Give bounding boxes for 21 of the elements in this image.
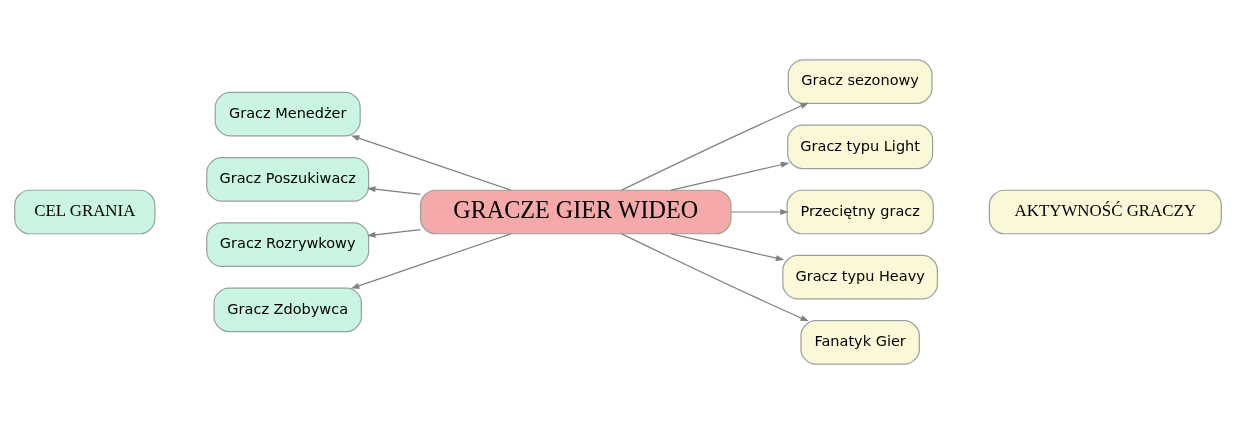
arrow [670,232,785,261]
node-box: Gracz typu Heavy [782,254,939,300]
node-box: Gracz Rozrywkowy [206,221,370,267]
node-box: AKTYWNOŚĆ GRACZY [988,189,1222,234]
arrow [367,228,421,238]
node-box: Gracz Poszukiwacz [206,156,370,202]
arrow [670,161,790,191]
node-box: Gracz Zdobywca [213,286,362,332]
node-box: Gracz sezonowy [787,58,933,104]
arrow [367,185,421,195]
node-box: Gracz Menedżer [214,91,361,137]
arrow [350,134,512,191]
arrow [621,102,809,191]
arrow [350,232,512,289]
node-box: CEL GRANIA [14,189,156,234]
arrow [730,208,789,215]
node-box: Przeciętny gracz [786,189,934,234]
node-box: Gracz typu Light [787,123,934,169]
node-box: Fanatyk Gier [800,319,920,365]
arrow [621,232,809,321]
node-box: GRACZE GIER WIDEO [419,189,732,234]
